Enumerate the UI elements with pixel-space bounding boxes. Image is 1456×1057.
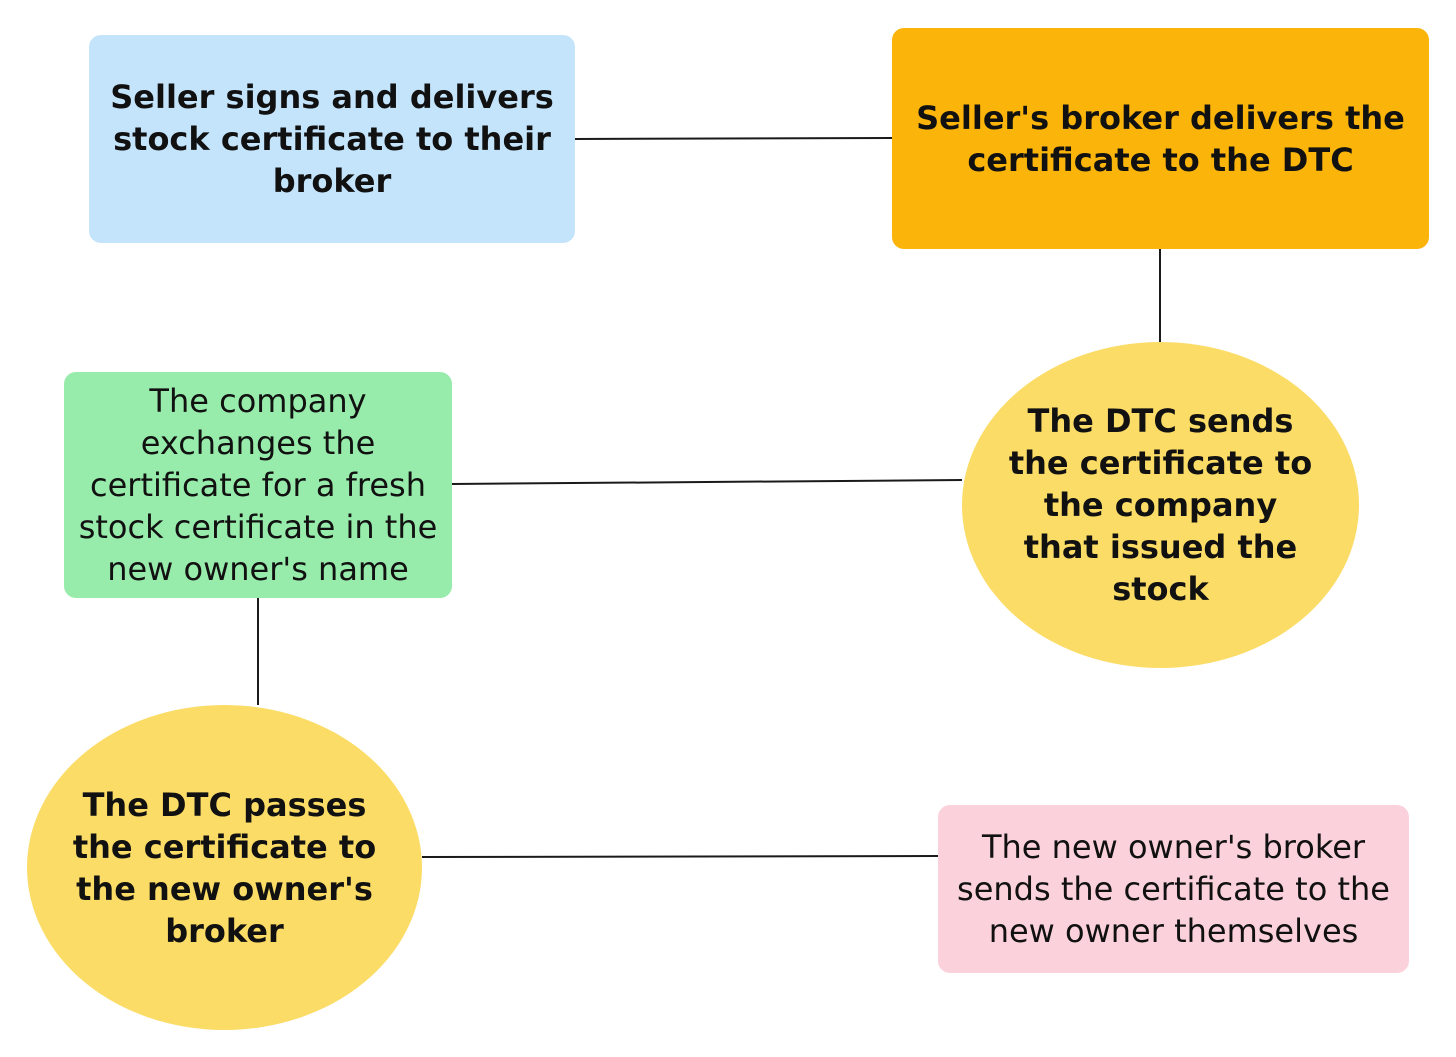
- step-dtc-sends-to-company-text: The DTC sends the certificate to the com…: [1008, 402, 1313, 608]
- step-dtc-passes-to-new-broker: The DTC passes the certificate to the ne…: [27, 705, 422, 1030]
- step-company-exchanges-text: The company exchanges the certificate fo…: [78, 382, 438, 588]
- step-company-exchanges: The company exchanges the certificate fo…: [64, 372, 452, 598]
- step-new-broker-sends-to-owner: The new owner's broker sends the certifi…: [938, 805, 1409, 973]
- step-broker-delivers-to-dtc-text: Seller's broker delivers the certificate…: [916, 98, 1405, 179]
- connector-step5-step6: [421, 855, 939, 858]
- step-dtc-sends-to-company: The DTC sends the certificate to the com…: [962, 342, 1359, 668]
- connector-step3-step4: [451, 479, 963, 485]
- step-new-broker-sends-to-owner-text: The new owner's broker sends the certifi…: [957, 828, 1390, 950]
- step-broker-delivers-to-dtc: Seller's broker delivers the certificate…: [892, 28, 1429, 249]
- step-seller-signs-text: Seller signs and delivers stock certific…: [110, 78, 554, 200]
- connector-step1-step2: [574, 137, 893, 140]
- step-dtc-passes-to-new-broker-text: The DTC passes the certificate to the ne…: [72, 785, 377, 950]
- step-seller-signs: Seller signs and delivers stock certific…: [89, 35, 575, 243]
